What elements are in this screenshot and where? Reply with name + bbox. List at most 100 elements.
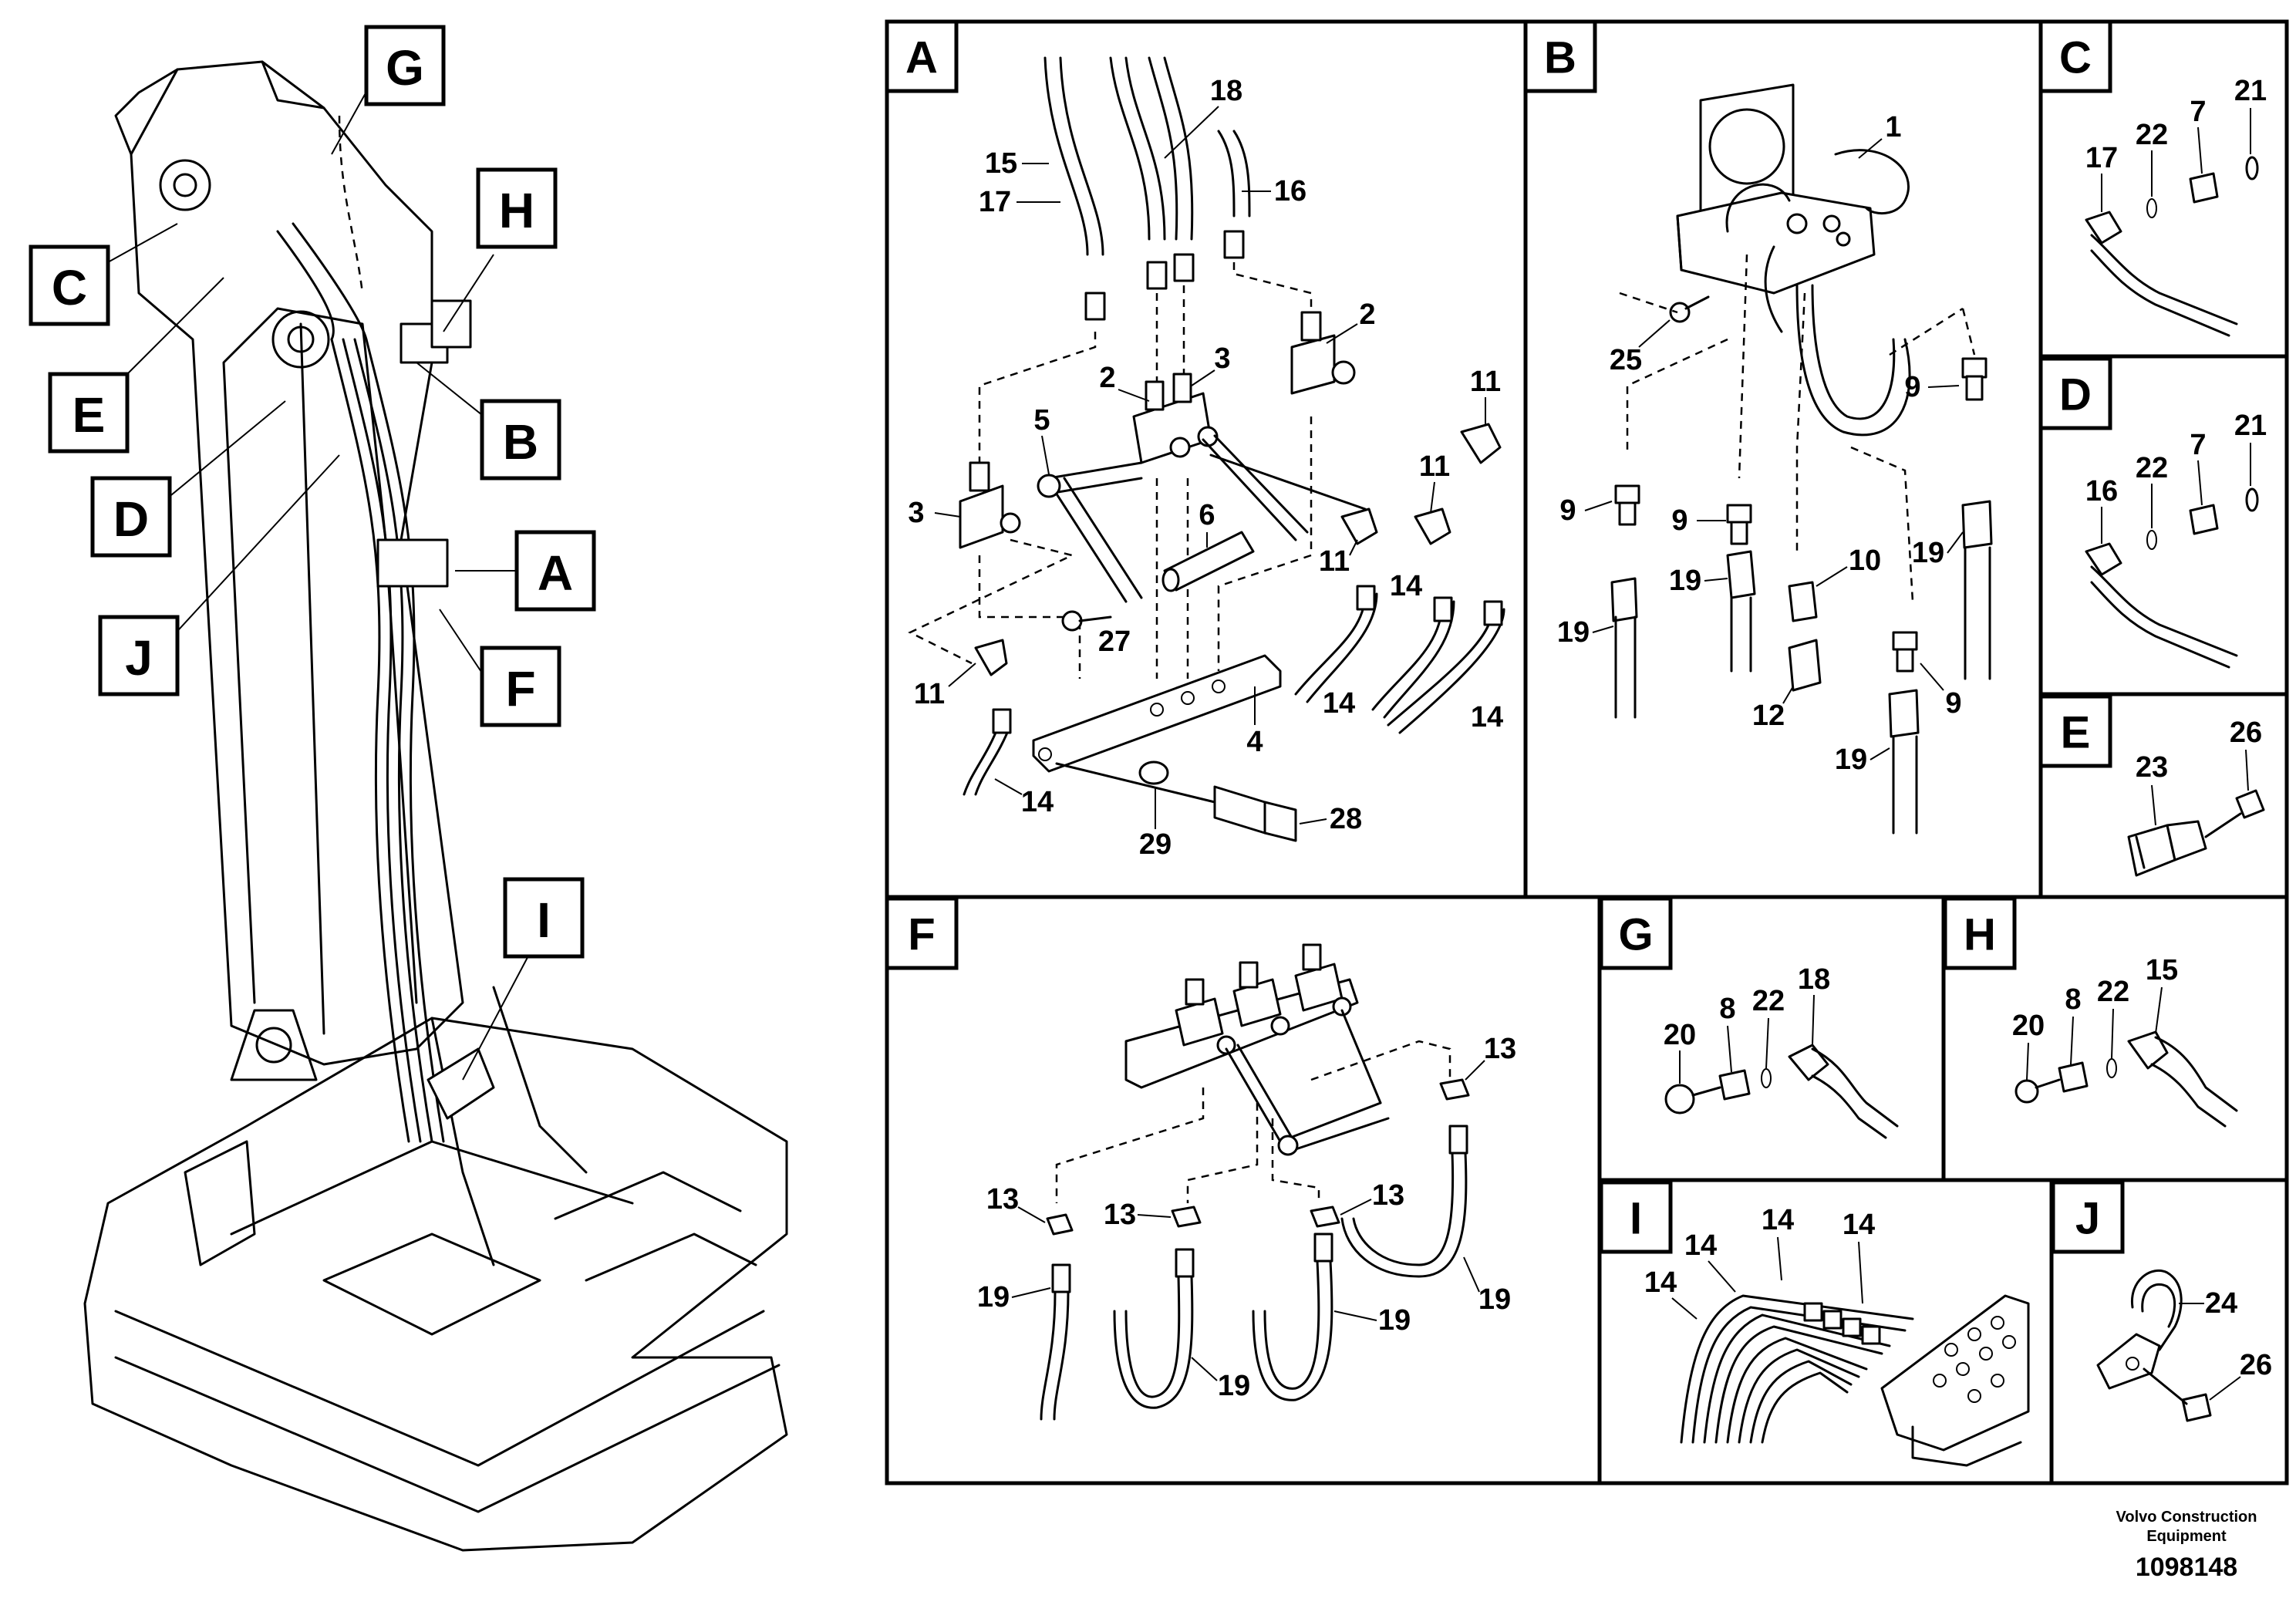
svg-text:20: 20 bbox=[2012, 1010, 2045, 1042]
callout-b: B bbox=[480, 399, 561, 481]
svg-text:8: 8 bbox=[1719, 993, 1735, 1025]
svg-text:22: 22 bbox=[1752, 985, 1785, 1017]
svg-text:6: 6 bbox=[1199, 499, 1215, 531]
svg-text:14: 14 bbox=[1843, 1209, 1875, 1241]
svg-text:J: J bbox=[125, 630, 153, 686]
svg-text:9: 9 bbox=[1904, 371, 1920, 403]
section-e-labels: 26 23 bbox=[2136, 717, 2262, 826]
svg-text:E: E bbox=[2061, 708, 2091, 758]
section-c: C bbox=[2038, 19, 2259, 337]
svg-text:A: A bbox=[538, 545, 573, 601]
svg-text:14: 14 bbox=[1021, 786, 1054, 818]
svg-text:13: 13 bbox=[986, 1183, 1019, 1216]
svg-text:13: 13 bbox=[1104, 1199, 1136, 1231]
svg-text:19: 19 bbox=[1835, 744, 1867, 776]
svg-text:14: 14 bbox=[1323, 687, 1355, 720]
section-i: I bbox=[1599, 1180, 2030, 1467]
callout-j: J bbox=[98, 615, 180, 696]
svg-text:19: 19 bbox=[1218, 1370, 1250, 1402]
svg-text:10: 10 bbox=[1849, 545, 1881, 577]
svg-text:17: 17 bbox=[979, 186, 1011, 218]
svg-text:27: 27 bbox=[1098, 626, 1131, 658]
svg-text:26: 26 bbox=[2240, 1349, 2272, 1381]
svg-text:B: B bbox=[1544, 33, 1576, 83]
section-f-labels: 13 13 13 13 19 19 19 19 bbox=[977, 1033, 1516, 1402]
svg-text:15: 15 bbox=[2146, 954, 2178, 986]
svg-text:19: 19 bbox=[977, 1281, 1010, 1313]
brand-line-1: Volvo Construction bbox=[2116, 1509, 2257, 1526]
svg-text:I: I bbox=[537, 892, 551, 948]
svg-text:13: 13 bbox=[1484, 1033, 1516, 1065]
callout-i: I bbox=[503, 877, 585, 959]
callout-h: H bbox=[476, 167, 558, 249]
svg-text:J: J bbox=[2075, 1194, 2100, 1244]
svg-text:29: 29 bbox=[1139, 828, 1172, 861]
section-f: F bbox=[885, 896, 1470, 1421]
svg-text:28: 28 bbox=[1330, 803, 1362, 835]
svg-text:14: 14 bbox=[1390, 570, 1422, 602]
svg-text:9: 9 bbox=[1671, 504, 1687, 537]
svg-text:C: C bbox=[52, 260, 87, 315]
svg-text:F: F bbox=[505, 661, 535, 717]
section-h: H bbox=[1943, 896, 2238, 1128]
svg-text:12: 12 bbox=[1752, 700, 1785, 732]
svg-text:25: 25 bbox=[1610, 344, 1642, 376]
svg-text:A: A bbox=[905, 33, 938, 83]
svg-text:G: G bbox=[1618, 910, 1653, 960]
svg-text:14: 14 bbox=[1762, 1204, 1794, 1236]
svg-text:C: C bbox=[2059, 33, 2092, 83]
section-e: E bbox=[2038, 694, 2265, 877]
svg-text:3: 3 bbox=[1214, 342, 1230, 375]
svg-text:21: 21 bbox=[2234, 410, 2267, 442]
svg-text:5: 5 bbox=[1033, 404, 1050, 437]
section-b: B bbox=[1523, 19, 1993, 835]
svg-text:H: H bbox=[499, 183, 534, 238]
svg-text:7: 7 bbox=[2190, 96, 2206, 128]
svg-text:11: 11 bbox=[1319, 545, 1350, 578]
svg-text:19: 19 bbox=[1912, 537, 1944, 569]
section-a: A bbox=[885, 19, 1505, 842]
svg-text:8: 8 bbox=[2065, 983, 2081, 1016]
svg-text:11: 11 bbox=[1470, 366, 1501, 398]
svg-text:19: 19 bbox=[1378, 1304, 1411, 1337]
callout-g: G bbox=[364, 25, 446, 106]
svg-text:16: 16 bbox=[1274, 175, 1306, 207]
svg-text:18: 18 bbox=[1210, 75, 1242, 107]
svg-text:19: 19 bbox=[1557, 616, 1590, 649]
svg-text:14: 14 bbox=[1644, 1266, 1677, 1299]
svg-text:7: 7 bbox=[2190, 429, 2206, 461]
overview-callouts: G C H E B D A J F I bbox=[29, 25, 596, 959]
svg-text:22: 22 bbox=[2136, 452, 2168, 484]
svg-text:D: D bbox=[2059, 370, 2092, 420]
svg-text:H: H bbox=[1964, 910, 1996, 960]
svg-text:19: 19 bbox=[1669, 565, 1701, 597]
overview-illustration bbox=[83, 60, 788, 1552]
svg-text:B: B bbox=[503, 414, 538, 470]
svg-text:11: 11 bbox=[914, 678, 945, 710]
section-d-labels: 21 7 22 16 bbox=[2085, 410, 2267, 544]
svg-text:20: 20 bbox=[1664, 1019, 1696, 1051]
section-h-labels: 15 8 22 20 bbox=[2012, 954, 2178, 1081]
svg-text:14: 14 bbox=[1684, 1229, 1717, 1262]
section-i-labels: 14 14 14 14 bbox=[1644, 1204, 1875, 1320]
svg-text:G: G bbox=[386, 40, 424, 96]
drawing-number: 1098148 bbox=[2136, 1553, 2237, 1582]
svg-text:15: 15 bbox=[985, 147, 1017, 180]
section-d: D bbox=[2038, 356, 2259, 669]
callout-f: F bbox=[480, 646, 561, 727]
svg-text:11: 11 bbox=[1419, 450, 1450, 483]
section-j-labels: 24 26 bbox=[2179, 1287, 2272, 1401]
section-j: J bbox=[2051, 1180, 2212, 1422]
footer: Volvo Construction Equipment 1098148 bbox=[2116, 1509, 2257, 1582]
svg-text:2: 2 bbox=[1099, 362, 1115, 394]
svg-text:9: 9 bbox=[1559, 494, 1576, 527]
section-a-labels: 18 15 17 16 2 2 3 11 5 3 6 11 11 14 11 2… bbox=[908, 75, 1503, 861]
callout-d: D bbox=[90, 476, 172, 558]
section-g: G bbox=[1599, 896, 1899, 1139]
section-c-labels: 21 7 22 17 bbox=[2085, 75, 2267, 212]
svg-text:21: 21 bbox=[2234, 75, 2267, 107]
svg-text:19: 19 bbox=[1478, 1283, 1511, 1316]
svg-text:14: 14 bbox=[1471, 701, 1503, 733]
svg-text:2: 2 bbox=[1359, 298, 1375, 331]
